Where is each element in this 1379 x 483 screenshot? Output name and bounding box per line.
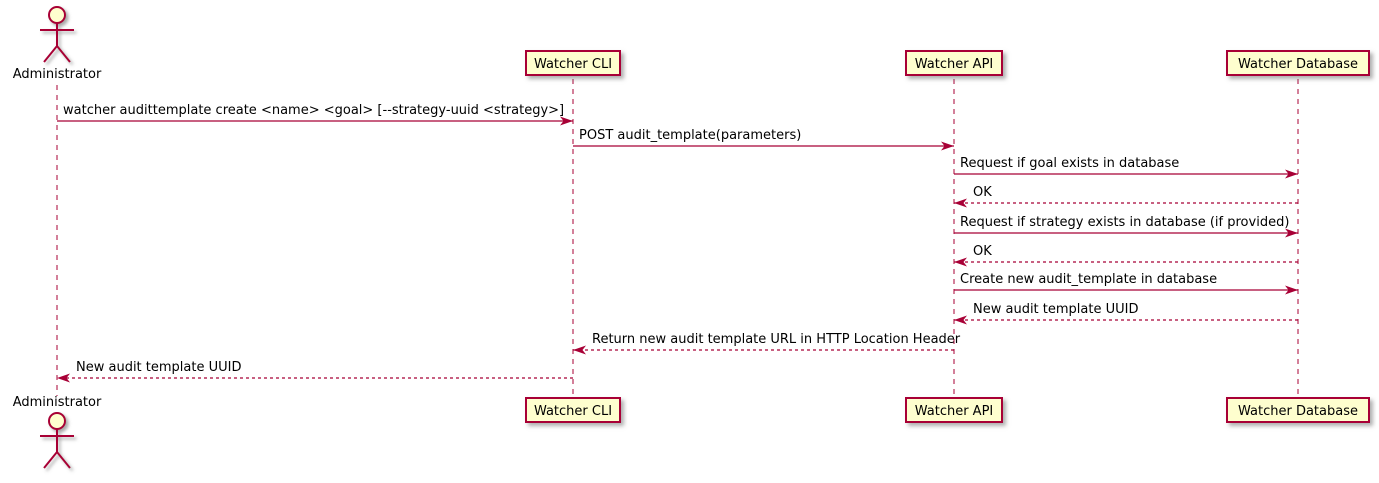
message-label: OK: [973, 185, 992, 200]
message-label: OK: [973, 244, 992, 259]
message-arrowhead: [1285, 228, 1298, 238]
message-arrowhead: [560, 116, 573, 126]
message-label: Request if goal exists in database: [960, 156, 1180, 171]
message-label: Create new audit_template in database: [960, 272, 1218, 287]
message-label: New audit template UUID: [76, 360, 242, 375]
lifelines: [56, 79, 1299, 397]
message-arrowhead: [954, 257, 967, 267]
participant-watcher-db-bottom: Watcher Database: [1226, 397, 1370, 423]
actor-label-bottom: Administrator: [12, 395, 102, 410]
actor-figure-bottom: [40, 412, 74, 469]
participant-watcher-cli-top: Watcher CLI: [525, 50, 621, 76]
actor-figure-top: [40, 6, 74, 63]
participant-watcher-db-top: Watcher Database: [1226, 50, 1370, 76]
participant-watcher-api-top: Watcher API: [905, 50, 1003, 76]
message-arrowhead: [1285, 285, 1298, 295]
message-arrowhead: [954, 315, 967, 325]
message-arrowhead: [941, 141, 954, 151]
message-label: New audit template UUID: [973, 302, 1139, 317]
message-arrowhead: [57, 373, 70, 383]
participant-watcher-api-bottom: Watcher API: [905, 397, 1003, 423]
message-label: POST audit_template(parameters): [579, 128, 802, 143]
message-arrowhead: [954, 198, 967, 208]
actor-label-top: Administrator: [12, 67, 102, 82]
message-label: watcher audittemplate create <name> <goa…: [63, 103, 565, 118]
participant-watcher-cli-bottom: Watcher CLI: [525, 397, 621, 423]
message-arrowhead: [1285, 169, 1298, 179]
message-arrowhead: [573, 345, 586, 355]
message-label: Return new audit template URL in HTTP Lo…: [592, 332, 961, 347]
message-label: Request if strategy exists in database (…: [960, 215, 1290, 230]
